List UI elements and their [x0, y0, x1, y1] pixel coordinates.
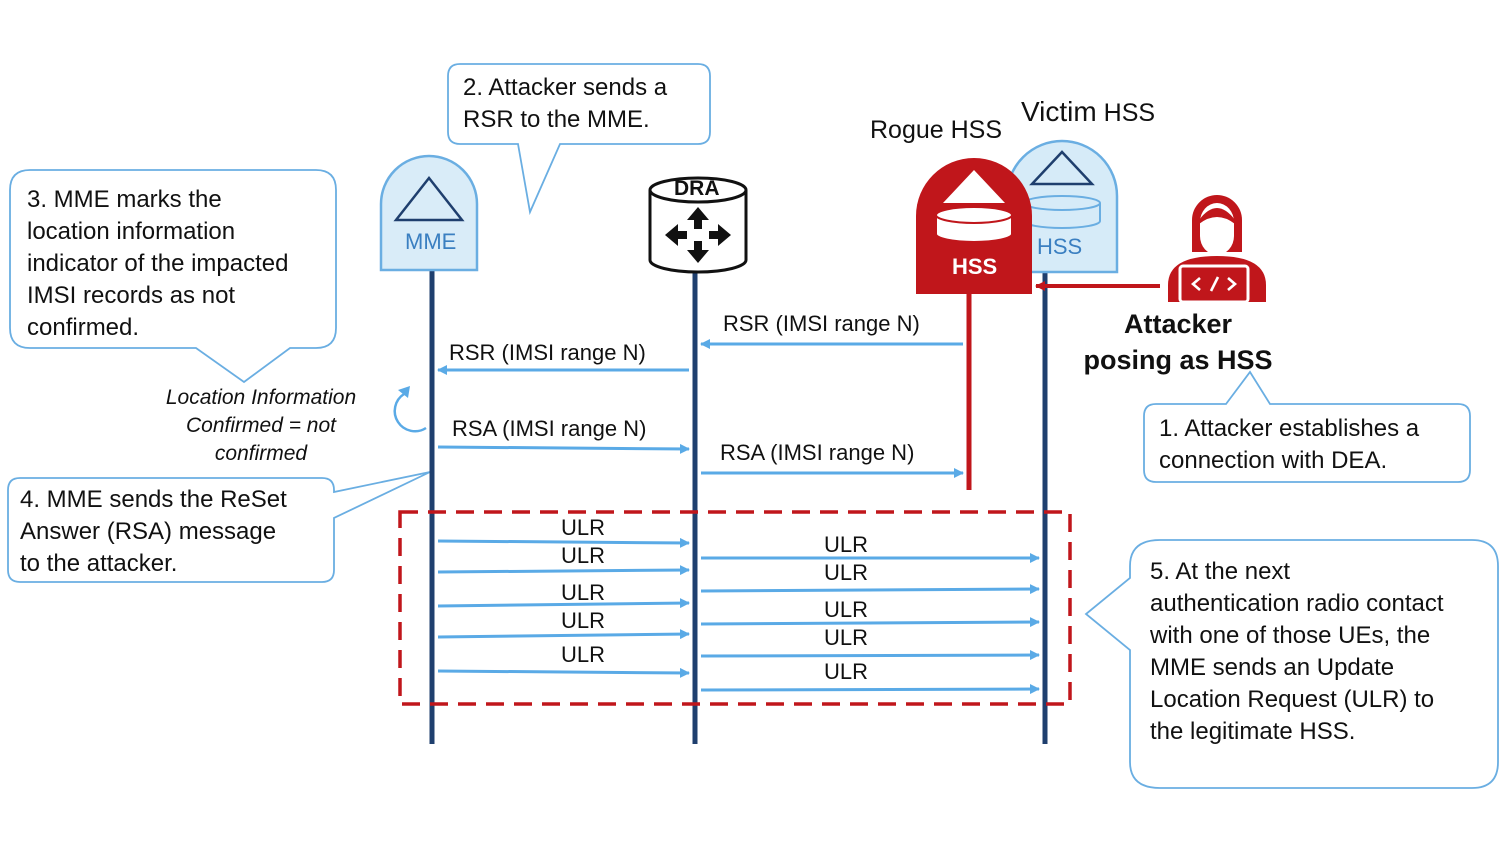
- callout-step2-bubble: [447, 63, 711, 216]
- rogue-hss-database-icon: [935, 206, 1013, 243]
- location-info-note-line: Confirmed = not: [186, 414, 336, 437]
- rsa-mme-to-dra-arrow: [437, 443, 690, 454]
- callout-step3-line: indicator of the impacted: [27, 250, 289, 277]
- victim-hss-title-suffix: HSS: [1103, 99, 1156, 127]
- rsa-mme-to-dra-label: RSA (IMSI range N): [452, 416, 647, 441]
- callout-step2-line: RSR to the MME.: [463, 106, 650, 133]
- victim-hss-title: Victim HSS: [1021, 96, 1155, 128]
- callout-step4-line: to the attacker.: [20, 550, 178, 577]
- callout-step4-line: 4. MME sends the ReSet: [20, 486, 287, 513]
- dra-label: DRA: [674, 177, 720, 200]
- victim-hss-title-prefix: Victim: [1021, 96, 1097, 127]
- callout-step5-line: 5. At the next: [1150, 558, 1291, 585]
- ulr-left-label: ULR: [561, 580, 606, 605]
- callout-step1: 1. Attacker establishes a connection wit…: [1159, 413, 1419, 477]
- rsr-dra-to-mme-label: RSR (IMSI range N): [449, 340, 646, 365]
- callout-step1-bubble: [1143, 370, 1471, 483]
- attacker-label: Attacker posing as HSS: [1062, 306, 1294, 378]
- ulr-left-label: ULR: [561, 608, 606, 633]
- callout-step3-bubble: [9, 169, 337, 384]
- rogue-hss-triangle-icon: [943, 170, 1005, 203]
- victim-hss-box-label: HSS: [1037, 234, 1083, 259]
- mme-label: MME: [405, 229, 457, 254]
- ulr-dashed-region: [398, 510, 1072, 706]
- callout-step5-bubble: [1084, 539, 1499, 789]
- dra-node: [648, 176, 748, 274]
- hacker-laptop-icon: [1168, 195, 1266, 304]
- rogue-hss-title: Rogue HSS: [870, 116, 1003, 144]
- callout-step5-line: MME sends an Update: [1150, 654, 1395, 681]
- callout-step5-line: authentication radio contact: [1150, 590, 1444, 617]
- router-arrows-icon: [665, 207, 731, 263]
- ulr-left-label: ULR: [561, 642, 606, 667]
- callout-step3-line: IMSI records as not: [27, 282, 236, 309]
- callout-step2-line: 2. Attacker sends a: [463, 74, 668, 101]
- ulr-right-label: ULR: [824, 560, 869, 585]
- ulr-arrow-left-5: [437, 667, 690, 678]
- ulr-arrow-right-3: [700, 617, 1040, 628]
- location-info-note-line: confirmed: [214, 442, 308, 465]
- refresh-arrowhead: [398, 386, 410, 398]
- callout-step1-line: 1. Attacker establishes a: [1159, 415, 1420, 442]
- ulr-arrow-left-4: [437, 629, 690, 640]
- refresh-loop-icon: [393, 392, 427, 433]
- callout-step3-line: 3. MME marks the: [27, 186, 222, 213]
- rogue-hss-box-label: HSS: [952, 254, 998, 279]
- location-info-note-line: Location Information: [165, 386, 357, 409]
- callout-step5-line: with one of those UEs, the: [1150, 622, 1431, 649]
- ulr-arrow-left-1: [437, 537, 690, 548]
- callout-step5-line: Location Request (ULR) to: [1150, 686, 1435, 713]
- ulr-arrow-right-2: [700, 584, 1040, 595]
- ulr-right-label: ULR: [824, 597, 869, 622]
- attacker-label-line1: Attacker: [1123, 309, 1233, 339]
- ulr-arrow-left-3: [437, 598, 690, 609]
- callout-step4-line: Answer (RSA) message: [20, 518, 277, 545]
- attacker-label-line2: posing as HSS: [1083, 345, 1273, 375]
- ulr-left-label: ULR: [561, 543, 606, 568]
- ulr-left-label: ULR: [561, 515, 606, 540]
- callout-step1-line: connection with DEA.: [1159, 447, 1388, 474]
- mme-triangle-icon: [393, 175, 465, 222]
- callout-step3-line: confirmed.: [27, 314, 140, 341]
- callout-step5: 5. At the next authentication radio cont…: [1150, 556, 1444, 748]
- victim-hss-triangle-icon: [1029, 150, 1095, 186]
- ulr-arrow-right-4: [700, 650, 1040, 661]
- ulr-arrow-left-2: [437, 565, 690, 576]
- callout-step3-line: location information: [27, 218, 236, 245]
- callout-step2: 2. Attacker sends a RSR to the MME.: [463, 72, 667, 136]
- callout-step4-bubble: [7, 471, 431, 583]
- callout-step3: 3. MME marks the location information in…: [27, 184, 288, 344]
- location-info-note: Location Information Confirmed = not con…: [150, 384, 372, 468]
- ulr-right-label: ULR: [824, 625, 869, 650]
- callout-step4: 4. MME sends the ReSet Answer (RSA) mess…: [20, 484, 287, 580]
- rsr-rogue-to-dra-label: RSR (IMSI range N): [723, 311, 920, 336]
- rsa-dra-to-rogue-label: RSA (IMSI range N): [720, 440, 915, 465]
- ulr-right-label: ULR: [824, 659, 869, 684]
- callout-step5-line: the legitimate HSS.: [1150, 718, 1356, 745]
- mme-node: [379, 154, 479, 272]
- ulr-arrow-right-5: [700, 684, 1040, 695]
- ulr-right-label: ULR: [824, 532, 869, 557]
